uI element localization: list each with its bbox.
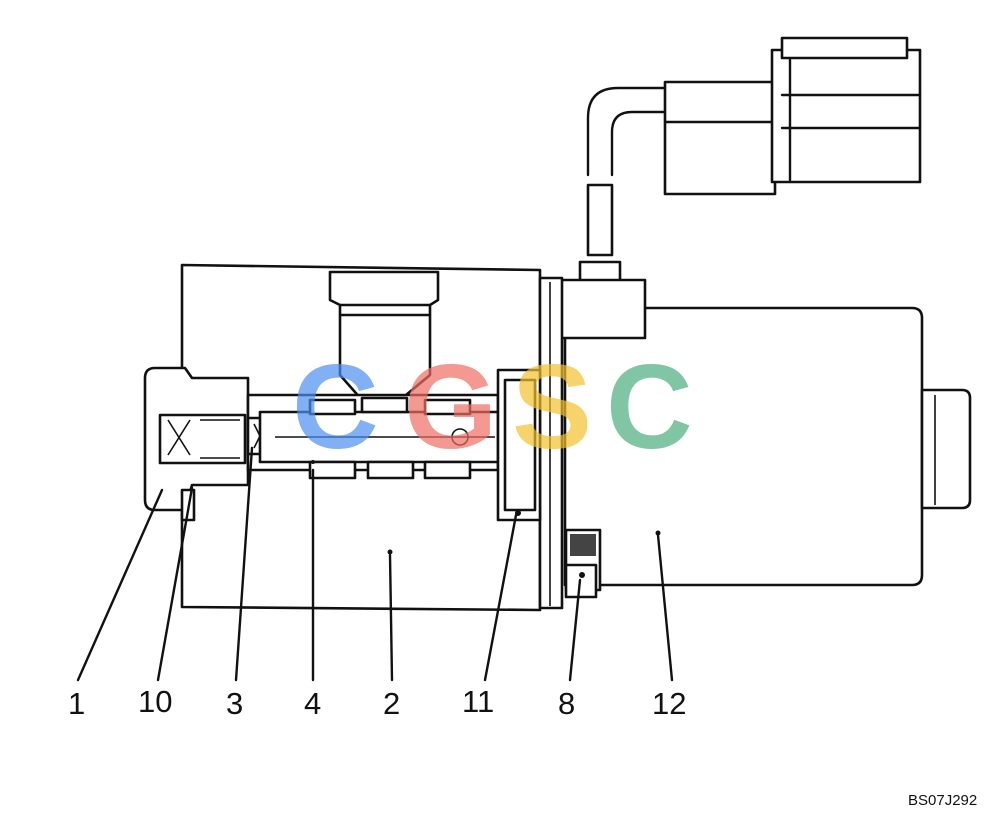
top-port — [328, 270, 440, 402]
connector-cable — [578, 86, 667, 302]
leader-lines — [76, 446, 674, 682]
solenoid-coil-body — [558, 278, 972, 599]
watermark-letter-s: S — [512, 340, 592, 474]
callout-11: 11 — [462, 684, 494, 719]
watermark-letter-c2: C — [606, 340, 693, 474]
callout-12: 12 — [652, 686, 686, 721]
push-rod — [496, 368, 542, 522]
end-cap — [143, 366, 250, 522]
watermark-letter-c1: C — [292, 340, 379, 474]
callout-8: 8 — [558, 686, 575, 721]
reference-code: BS07J292 — [908, 792, 977, 809]
callout-1: 1 — [68, 686, 85, 721]
electrical-connector — [663, 36, 922, 196]
callout-labels: 1 10 3 4 2 11 8 12 — [68, 684, 686, 721]
watermark: C G S C — [292, 340, 693, 474]
callout-10: 10 — [138, 684, 172, 719]
watermark-letter-g: G — [404, 340, 497, 474]
callout-3: 3 — [226, 686, 243, 721]
spool-assembly — [246, 393, 500, 480]
callout-2: 2 — [383, 686, 400, 721]
callout-4: 4 — [304, 686, 321, 721]
